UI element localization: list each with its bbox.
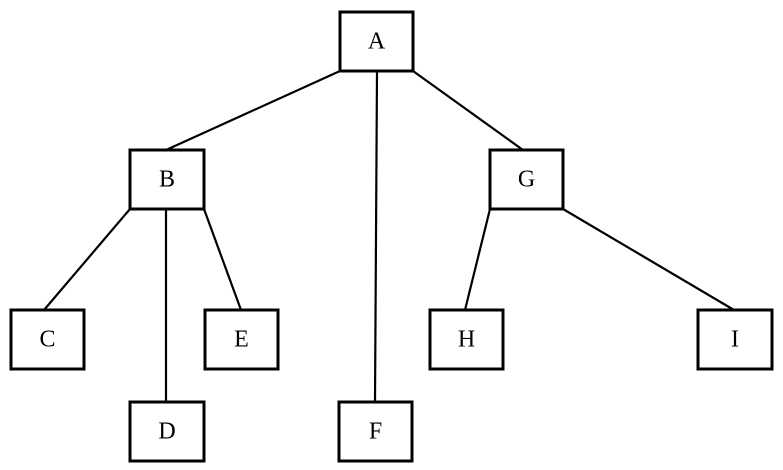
node-a-label: A <box>368 29 386 55</box>
node-c: C <box>9 308 86 371</box>
node-f: F <box>337 400 414 463</box>
node-e: E <box>203 308 280 371</box>
edge-b-e <box>202 208 243 311</box>
edge-a-f <box>373 70 379 403</box>
edge-g-h <box>463 208 492 311</box>
edge-b-c <box>43 208 131 311</box>
node-a: A <box>338 10 415 73</box>
node-b-label: B <box>159 167 175 193</box>
node-e-label: E <box>234 327 249 353</box>
node-i: I <box>696 308 774 371</box>
node-h: H <box>428 308 505 371</box>
node-d: D <box>128 400 206 463</box>
edge-g-i <box>562 208 735 311</box>
node-i-label: I <box>731 327 739 353</box>
node-g: G <box>488 148 565 211</box>
edge-a-b <box>165 69 341 152</box>
edge-a-g <box>412 70 524 151</box>
node-b: B <box>128 148 206 211</box>
node-f-label: F <box>369 419 382 445</box>
node-h-label: H <box>458 327 475 353</box>
node-c-label: C <box>39 327 55 353</box>
node-g-label: G <box>518 167 535 193</box>
node-d-label: D <box>158 419 175 445</box>
